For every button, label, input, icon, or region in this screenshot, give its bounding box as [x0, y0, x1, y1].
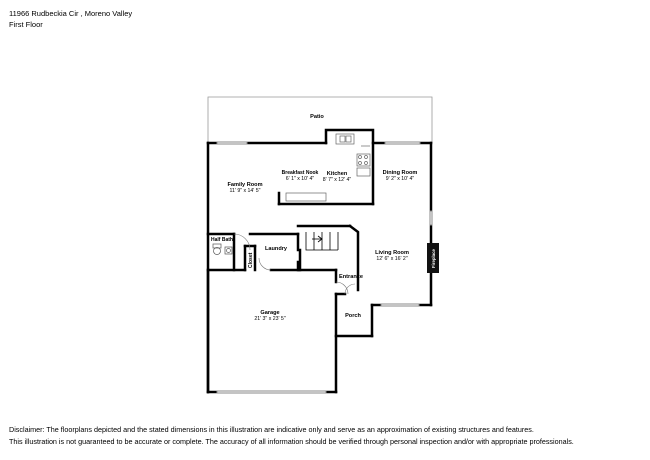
family-room-dims: 11' 9" x 14' 5" [230, 188, 261, 194]
breakfast-nook-label: Breakfast Nook [282, 170, 319, 176]
kitchen-fixtures [285, 133, 371, 202]
entrance-label: Entrance [339, 274, 363, 280]
garage-dims: 21' 3" x 23' 5" [254, 316, 285, 322]
breakfast-nook-dims: 6' 1" x 10' 4" [286, 176, 315, 182]
dining-room-dims: 9' 2" x 10' 4" [386, 176, 415, 182]
family-room-label: Family Room [227, 182, 262, 188]
dining-room-label: Dining Room [383, 170, 418, 176]
living-room-label: Living Room [375, 250, 409, 256]
bath-fixtures [212, 243, 233, 255]
disclaimer-line-2: This illustration is not guaranteed to b… [9, 437, 574, 446]
door-swings [233, 233, 356, 295]
floor-label: First Floor [9, 20, 43, 29]
staircase-icon [305, 232, 339, 251]
disclaimer-line-1: Disclaimer: The floorplans depicted and … [9, 425, 534, 434]
garage-label: Garage [260, 310, 279, 316]
kitchen-label: Kitchen [327, 171, 348, 177]
half-bath-label: Half Bath [211, 237, 233, 243]
living-room-dims: 12' 6" x 16' 2" [376, 256, 407, 262]
property-address: 11966 Rudbeckia Cir , Moreno Valley [9, 9, 133, 18]
windows [216, 141, 433, 394]
kitchen-dims: 8' 7" x 12' 4" [323, 177, 352, 183]
porch-label: Porch [345, 313, 361, 319]
fireplace-icon [427, 243, 439, 273]
patio-label: Patio [310, 114, 324, 120]
laundry-label: Laundry [265, 246, 288, 252]
closet-label: Closet [248, 252, 254, 268]
patio-outline [207, 96, 433, 143]
fireplace-label: Fireplace [431, 249, 436, 268]
